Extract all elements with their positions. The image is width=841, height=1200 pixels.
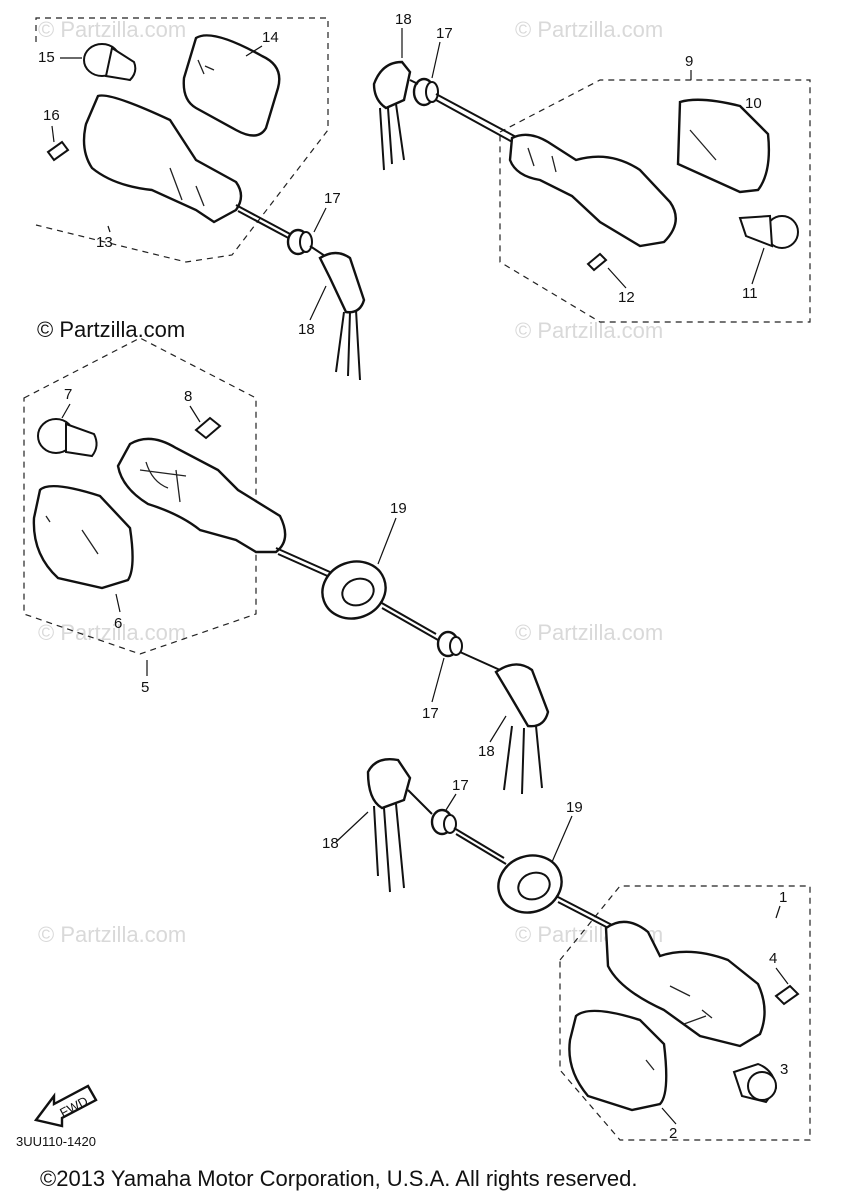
assembly-boundary <box>35 17 329 263</box>
callout-label: 17 <box>422 705 439 722</box>
bulb-part-3 <box>732 1062 778 1104</box>
callout-label: 18 <box>298 321 315 338</box>
watermark: © Partzilla.com <box>515 318 663 343</box>
callout-label: 1 <box>779 889 787 906</box>
callout-label: 2 <box>669 1125 677 1142</box>
diagram-code: 3UU110-1420 <box>16 1134 96 1149</box>
callout-label: 19 <box>390 500 407 517</box>
housing-body-13 <box>82 94 243 224</box>
forward-arrow-icon: FWD <box>33 1084 98 1128</box>
housing-body-9 <box>508 133 677 248</box>
callout-label: 17 <box>436 25 453 42</box>
callout-label: 3 <box>780 1061 788 1078</box>
callout-label: 15 <box>38 49 55 66</box>
grommet-part-17 <box>430 808 457 836</box>
bulb-part-11 <box>738 214 799 249</box>
flasher-assembly-front-left: 14 15 16 13 17 18 <box>35 17 366 381</box>
screw-part-4 <box>774 984 800 1006</box>
watermark: © Partzilla.com <box>515 620 663 645</box>
housing-body-5 <box>116 437 287 554</box>
flasher-assembly-front-right: 18 17 9 10 11 12 <box>372 11 811 323</box>
callout-label: 18 <box>395 11 412 28</box>
callout-label: 17 <box>452 777 469 794</box>
callout-label: 18 <box>322 835 339 852</box>
callout-label: 12 <box>618 289 635 306</box>
wire-harness <box>237 210 295 242</box>
connector-part-18 <box>318 251 366 381</box>
screw-part-12 <box>586 252 608 272</box>
flasher-assembly-rear-right: 18 17 19 1 4 3 2 <box>322 758 811 1142</box>
watermark: © Partzilla.com <box>38 620 186 645</box>
bulb-part-7 <box>37 418 98 458</box>
callout-label: 9 <box>685 53 693 70</box>
grommet-part-17 <box>436 630 463 658</box>
watermark-primary: © Partzilla.com <box>37 317 185 342</box>
lens-part-14 <box>182 34 281 137</box>
bulb-part-15 <box>83 43 137 82</box>
grommet-part-19 <box>321 560 387 620</box>
housing-body-1 <box>604 920 766 1048</box>
grommet-part-17 <box>286 228 313 256</box>
lens-part-6 <box>32 485 134 590</box>
lens-part-10 <box>676 98 771 194</box>
callout-label: 5 <box>141 679 149 696</box>
callout-label: 7 <box>64 386 72 403</box>
callout-label: 17 <box>324 190 341 207</box>
callout-label: 14 <box>262 29 279 46</box>
grommet-part-17 <box>412 77 439 107</box>
callout-label: 13 <box>96 234 113 251</box>
connector-part-18 <box>372 60 412 171</box>
callout-label: 4 <box>769 950 777 967</box>
callout-label: 11 <box>742 285 758 302</box>
fwd-label: FWD <box>57 1093 90 1120</box>
callout-label: 18 <box>478 743 495 760</box>
watermark: © Partzilla.com <box>515 17 663 42</box>
assembly-boundary <box>499 79 811 323</box>
wire-harness <box>235 204 293 236</box>
callout-label: 8 <box>184 388 192 405</box>
callout-label: 6 <box>114 615 122 632</box>
assembly-boundary <box>559 885 811 1141</box>
connector-part-18 <box>366 758 412 893</box>
watermark: © Partzilla.com <box>38 922 186 947</box>
screw-part-8 <box>194 416 222 440</box>
grommet-part-19 <box>497 854 563 914</box>
connector-part-18 <box>494 663 550 795</box>
screw-part-16 <box>46 140 70 162</box>
watermark: © Partzilla.com <box>38 17 186 42</box>
watermark-group: © Partzilla.com © Partzilla.com © Partzi… <box>38 17 663 947</box>
callout-label: 16 <box>43 107 60 124</box>
flasher-assembly-rear-left: 7 8 6 5 19 17 18 <box>23 337 550 795</box>
callout-label: 19 <box>566 799 583 816</box>
callout-label: 10 <box>745 95 762 112</box>
copyright-notice: ©2013 Yamaha Motor Corporation, U.S.A. A… <box>40 1166 637 1191</box>
assembly-boundary <box>23 337 257 655</box>
lens-part-2 <box>568 1009 668 1112</box>
